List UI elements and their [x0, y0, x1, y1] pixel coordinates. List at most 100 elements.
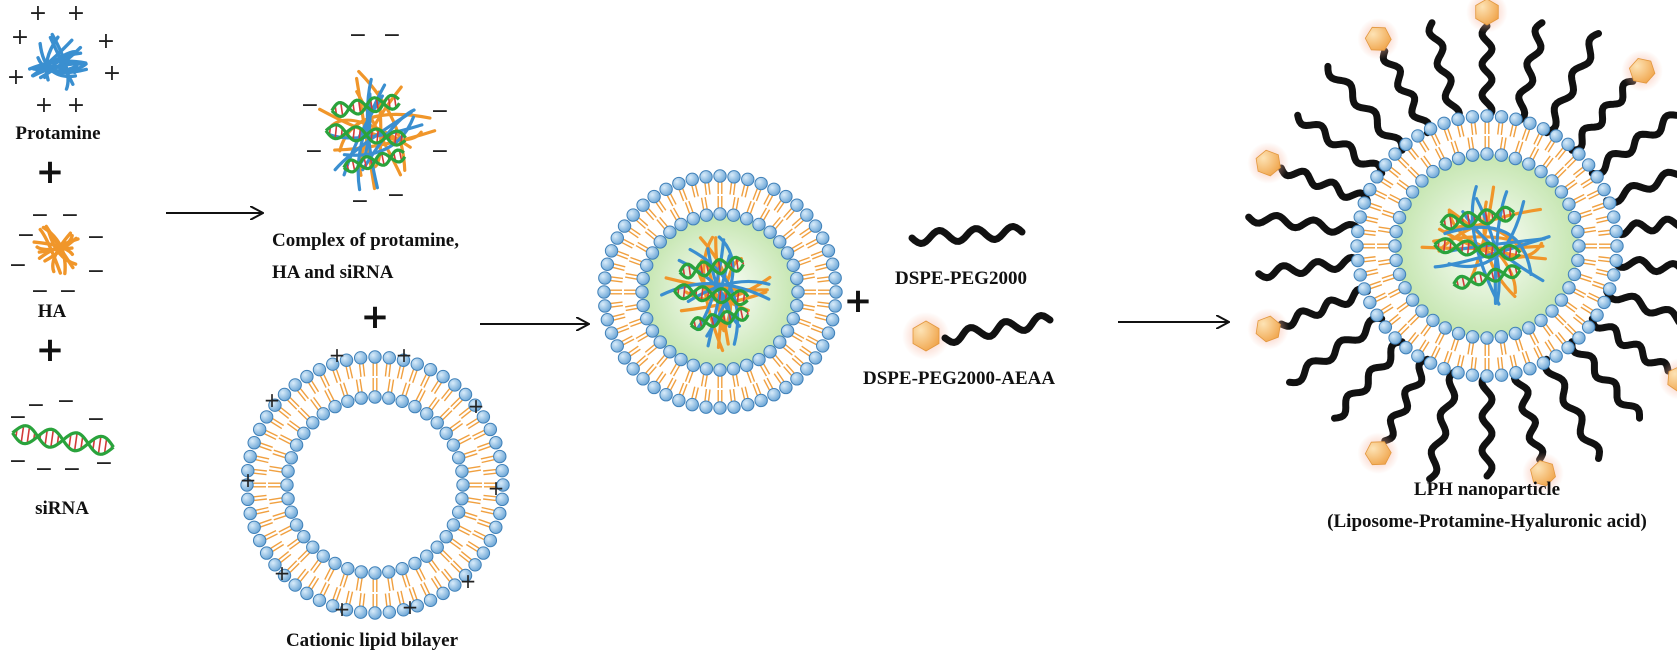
- base-pair: [340, 102, 344, 117]
- minus-charge: −: [87, 259, 105, 284]
- peg-chain: [1478, 370, 1496, 480]
- lipid-head: [1536, 356, 1551, 370]
- lipid-tail: [335, 588, 342, 601]
- lipid-tail: [473, 433, 486, 440]
- lipid-head: [1451, 326, 1466, 341]
- lipid-tail: [1547, 339, 1555, 351]
- lipid-head: [1411, 129, 1425, 143]
- lipid-head: [617, 351, 632, 365]
- lipid-tail: [1374, 292, 1386, 299]
- lipid-head: [1597, 295, 1611, 310]
- cationic-charges: ++++++++++: [240, 343, 505, 621]
- lipid-head: [476, 410, 491, 424]
- lipid-tail: [749, 370, 756, 382]
- lipid-head: [699, 400, 713, 414]
- lipid-head: [713, 207, 727, 221]
- lipid-head: [368, 350, 382, 364]
- lipid-tail: [442, 410, 453, 421]
- lipid-tail: [1382, 306, 1394, 314]
- lipid-tail: [1566, 323, 1577, 333]
- lipid-tail: [1542, 155, 1551, 166]
- lipid-tail: [794, 355, 804, 364]
- lipid-head: [1480, 331, 1494, 345]
- strand: [1439, 208, 1516, 228]
- minus-charge: −: [87, 225, 105, 250]
- lipid-tail: [763, 379, 771, 391]
- lipid-head: [786, 311, 800, 326]
- lipid-head: [1609, 224, 1623, 239]
- base-pair: [682, 284, 686, 299]
- base-pair: [80, 436, 84, 450]
- lipid-tail: [1443, 129, 1449, 142]
- lipid-tail: [659, 357, 668, 368]
- lipid-tail: [468, 469, 482, 473]
- lipid-tail: [1382, 277, 1395, 283]
- peg-chain: [1603, 168, 1677, 206]
- lipid-tail: [449, 420, 461, 429]
- lipid-tail: [638, 217, 649, 227]
- minus-charge: −: [9, 449, 27, 474]
- lipid-tail: [1598, 256, 1611, 259]
- lipid-tail: [1438, 333, 1445, 346]
- lipid-tail: [483, 468, 496, 472]
- lipid-tail: [483, 472, 497, 476]
- lipid-tail: [791, 241, 803, 249]
- ha-strand: [372, 90, 383, 169]
- lipid-tail: [280, 407, 292, 417]
- lipid-tail: [1457, 125, 1462, 138]
- base-pair: [1508, 245, 1512, 260]
- protamine-strand: [1443, 225, 1533, 276]
- lipid-tail: [355, 577, 360, 591]
- lipid-tail: [801, 345, 812, 354]
- lipid-tail: [430, 380, 439, 393]
- lipid-head: [410, 357, 424, 371]
- lipid-head: [791, 285, 805, 299]
- lipid-tail: [729, 389, 733, 402]
- lipid-tail: [616, 324, 628, 330]
- lipid-head: [816, 339, 830, 353]
- lipid-tail: [387, 378, 391, 392]
- lipid-tail: [1584, 258, 1597, 263]
- lipid-head: [1581, 158, 1596, 172]
- lipid-tail: [807, 335, 819, 343]
- lipid-head: [1465, 148, 1480, 162]
- lipid-head: [306, 540, 320, 554]
- lipid-tail: [1369, 206, 1381, 212]
- peg-aeaa-label: DSPE-PEG2000-AEAA: [863, 368, 1055, 389]
- lipid-tail: [273, 449, 287, 455]
- lipid-tail: [463, 449, 477, 455]
- lipid-tail: [774, 354, 784, 365]
- lipid-head: [647, 189, 661, 204]
- lipid-head: [672, 176, 686, 191]
- lipid-head: [699, 170, 713, 184]
- lipid-head: [1523, 362, 1537, 376]
- lipid-tail: [799, 348, 810, 357]
- lipid-tail: [611, 276, 624, 280]
- lipid-tail: [310, 559, 319, 571]
- minus-charge: −: [383, 23, 401, 48]
- lipid-tail: [1377, 258, 1390, 263]
- complex-label-line2: HA and siRNA: [272, 262, 394, 283]
- lipid-tail: [1575, 313, 1586, 323]
- lipid-tail: [817, 279, 830, 283]
- minus-charge: −: [305, 139, 323, 164]
- lipid-head: [284, 451, 299, 465]
- ha-strand: [43, 236, 78, 263]
- lipid-head: [446, 518, 461, 532]
- lipid-tail: [464, 452, 478, 459]
- lipid-tail: [628, 318, 641, 324]
- lipid-tail: [816, 276, 829, 280]
- peg-chain: [1286, 314, 1386, 387]
- lipid-tail: [1500, 123, 1504, 135]
- lipid-head: [1399, 340, 1413, 355]
- lipid-tail: [610, 301, 623, 305]
- lipid-tail: [816, 304, 829, 308]
- lipid-head: [288, 578, 302, 592]
- lipid-tail: [1499, 343, 1504, 356]
- lipid-head: [396, 353, 411, 367]
- lipid-tail: [1434, 148, 1442, 160]
- lipid-head: [653, 235, 667, 249]
- lipid-tail: [1375, 295, 1388, 302]
- lipid-head: [312, 593, 327, 608]
- lipid-tail: [656, 354, 666, 365]
